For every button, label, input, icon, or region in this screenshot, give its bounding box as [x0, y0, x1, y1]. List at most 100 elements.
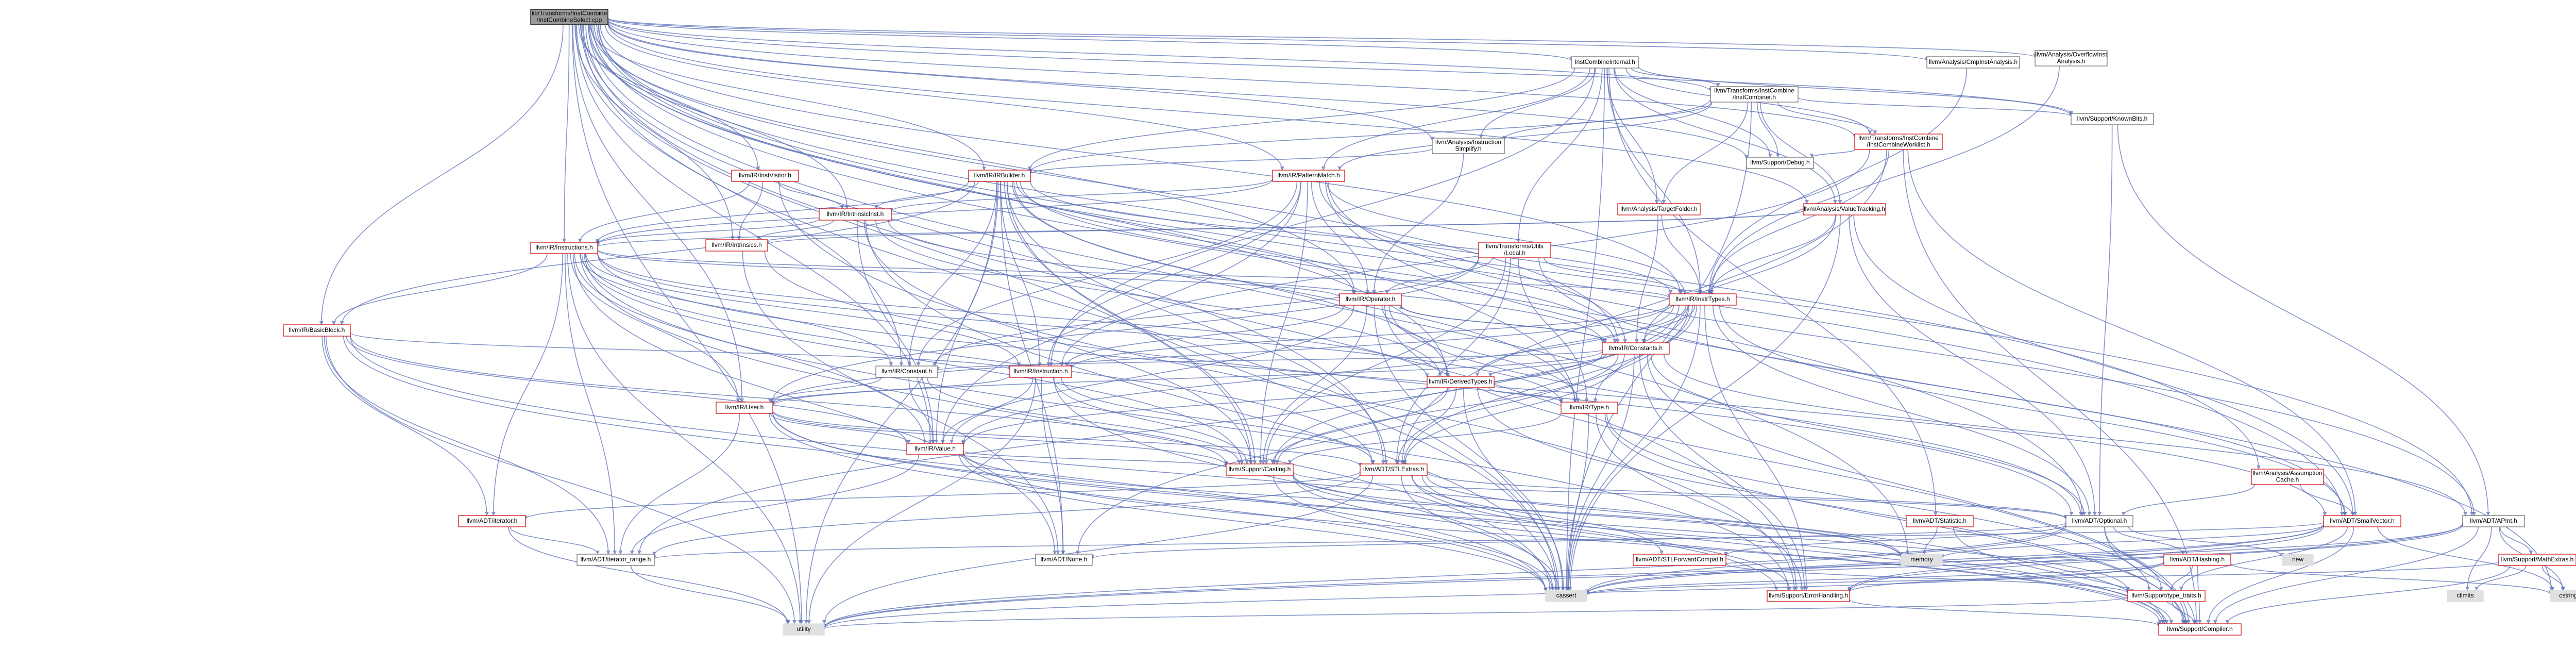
- edge-root-to-intrinsics: [574, 24, 735, 240]
- node-optional[interactable]: llvm/ADT/Optional.h: [2065, 515, 2133, 527]
- node-constants[interactable]: llvm/IR/Constants.h: [1602, 342, 1670, 355]
- node-instructions[interactable]: llvm/IR/Instructions.h: [530, 242, 598, 254]
- node-mathextras[interactable]: llvm/Support/MathExtras.h: [2498, 554, 2576, 566]
- node-type[interactable]: llvm/IR/Type.h: [1561, 402, 1618, 414]
- edge-instcombineinternal-to-debug: [1614, 68, 1772, 158]
- node-box: [1669, 293, 1737, 306]
- node-instcombiner[interactable]: llvm/Transforms/InstCombine/InstCombiner…: [1710, 86, 1799, 103]
- node-casting[interactable]: llvm/Support/Casting.h: [1226, 463, 1294, 476]
- node-knownbits[interactable]: llvm/Support/KnownBits.h: [2071, 113, 2154, 125]
- node-intrinsics[interactable]: llvm/IR/Intrinsics.h: [705, 239, 768, 252]
- edge-transformsutilslocal-to-type: [1518, 257, 1589, 403]
- node-box: [1545, 590, 1587, 602]
- node-label: llvm/IR/Operator.h: [1346, 295, 1396, 303]
- node-transformsutilslocal[interactable]: llvm/Transforms/Utils/Local.h: [1478, 242, 1551, 258]
- edge-constants-to-errorhandling: [1639, 354, 1807, 591]
- node-new[interactable]: new: [2282, 554, 2314, 566]
- node-instcombineworklist[interactable]: llvm/Transforms/InstCombine/InstCombineW…: [1854, 134, 1943, 150]
- node-label: llvm/Transforms/Utils: [1486, 243, 1544, 250]
- edge-root-to-stlextras: [583, 24, 1385, 464]
- node-value[interactable]: llvm/IR/Value.h: [906, 443, 964, 455]
- edge-root-to-irbuilder: [589, 24, 987, 171]
- node-errorhandling[interactable]: llvm/Support/ErrorHandling.h: [1767, 590, 1850, 602]
- node-box: [1360, 463, 1428, 476]
- node-statistic[interactable]: llvm/ADT/Statistic.h: [1906, 515, 1974, 527]
- node-box: [530, 242, 598, 254]
- node-label: llvm/Analysis/CmpInstAnalysis.h: [1929, 58, 2018, 65]
- node-hashing[interactable]: llvm/ADT/Hashing.h: [2163, 554, 2231, 566]
- node-instvisitor[interactable]: llvm/IR/InstVisitor.h: [731, 170, 799, 182]
- node-patternmatch[interactable]: llvm/IR/PatternMatch.h: [1272, 170, 1345, 182]
- node-climits[interactable]: climits: [2447, 590, 2484, 602]
- edge-instcombineworklist-to-insttypes: [1707, 149, 1890, 294]
- node-irbuilder[interactable]: llvm/IR/IRBuilder.h: [968, 170, 1031, 182]
- edge-operator-to-instruction: [1064, 305, 1345, 367]
- node-constant[interactable]: llvm/IR/Constant.h: [875, 365, 938, 378]
- edge-apint-to-cassert: [1585, 523, 2463, 595]
- edge-instcombineinternal-to-targetfolder: [1606, 68, 1659, 204]
- edge-valuetracking-to-cassert: [1568, 214, 1841, 591]
- edge-instruction-to-utility: [807, 377, 1036, 624]
- node-box: [2282, 554, 2314, 566]
- node-debug[interactable]: llvm/Support/Debug.h: [1746, 157, 1814, 169]
- node-insttypes[interactable]: llvm/IR/InstrTypes.h: [1669, 293, 1737, 306]
- node-label: llvm/Support/type_traits.h: [2131, 592, 2201, 599]
- node-intrinsicinst[interactable]: llvm/IR/IntrinsicInst.h: [819, 208, 892, 221]
- node-label: /InstCombiner.h: [1733, 94, 1776, 101]
- edge-intrinsicinst-to-intrinsics: [756, 220, 834, 240]
- node-utility[interactable]: utility: [783, 623, 825, 636]
- node-stlforwardcompat[interactable]: llvm/ADT/STLForwardCompat.h: [1633, 554, 1726, 566]
- node-stlextras[interactable]: llvm/ADT/STLExtras.h: [1360, 463, 1428, 476]
- node-label: llvm/ADT/APInt.h: [2470, 517, 2517, 524]
- edge-root-to-instcombiner: [607, 19, 1713, 92]
- edge-instsimplify-to-operator: [1372, 153, 1464, 294]
- edge-smallvector-to-utility: [822, 524, 2324, 629]
- node-instcombineinternal[interactable]: InstCombineInternal.h: [1571, 56, 1639, 69]
- edge-root-to-cassert: [582, 24, 1559, 591]
- edge-root-to-instsimplify: [607, 22, 1434, 141]
- edge-instcombineinternal-to-knownbits: [1638, 65, 2073, 115]
- edge-assumptioncache-to-optional: [2121, 484, 2256, 516]
- node-targetfolder[interactable]: llvm/Analysis/TargetFolder.h: [1617, 203, 1701, 215]
- node-iterator[interactable]: llvm/ADT/iterator.h: [458, 515, 526, 527]
- node-cmpinstanalysis[interactable]: llvm/Analysis/CmpInstAnalysis.h: [1926, 56, 2020, 69]
- node-label: llvm/Analysis/ValueTracking.h: [1804, 205, 1885, 212]
- node-cstring[interactable]: cstring: [2550, 590, 2576, 602]
- nodes-layer: lib/Transforms/InstCombine/InstCombineSe…: [283, 9, 2576, 636]
- edge-optional-to-utility: [822, 524, 2066, 628]
- node-user[interactable]: llvm/IR/User.h: [716, 402, 773, 414]
- node-compiler[interactable]: llvm/Support/Compiler.h: [2158, 623, 2242, 636]
- edge-smallvector-to-compiler: [2206, 526, 2354, 624]
- node-basicblock[interactable]: llvm/IR/BasicBlock.h: [283, 324, 351, 337]
- edge-root-to-knownbits: [607, 19, 2073, 117]
- node-cassert[interactable]: cassert: [1545, 590, 1587, 602]
- node-valuetracking[interactable]: llvm/Analysis/ValueTracking.h: [1803, 203, 1886, 215]
- node-none[interactable]: llvm/ADT/None.h: [1035, 554, 1093, 566]
- edge-instructions-to-none: [572, 253, 1057, 555]
- node-iteratorrange[interactable]: llvm/ADT/iterator_range.h: [577, 554, 655, 566]
- node-root[interactable]: lib/Transforms/InstCombine/InstCombineSe…: [530, 9, 608, 25]
- edge-targetfolder-to-constants: [1634, 214, 1658, 343]
- node-box: [783, 623, 825, 636]
- edge-instcombineinternal-to-patternmatch: [1321, 68, 1591, 171]
- edge-stlextras-to-iterator: [523, 471, 1361, 520]
- edge-stlextras-to-iteratorrange: [652, 473, 1361, 556]
- node-derivedtypes[interactable]: llvm/IR/DerivedTypes.h: [1427, 376, 1495, 388]
- node-instruction[interactable]: llvm/IR/Instruction.h: [1009, 365, 1072, 378]
- node-memory[interactable]: memory: [1901, 554, 1943, 566]
- node-operator[interactable]: llvm/IR/Operator.h: [1339, 293, 1402, 306]
- edge-mathextras-to-climits: [2475, 565, 2527, 591]
- edge-constants-to-operator: [1399, 305, 1606, 343]
- node-label: llvm/Support/Compiler.h: [2167, 625, 2232, 633]
- edge-stlextras-to-utility: [822, 475, 1374, 625]
- node-label: llvm/Analysis/Instruction: [1435, 139, 1501, 146]
- node-typetraits[interactable]: llvm/Support/type_traits.h: [2127, 590, 2206, 602]
- edge-derivedtypes-to-cassert: [1463, 387, 1566, 591]
- node-label: memory: [1910, 556, 1933, 563]
- node-apint[interactable]: llvm/ADT/APInt.h: [2462, 515, 2525, 527]
- edge-transformsutilslocal-to-smallvector: [1538, 257, 2347, 516]
- node-smallvector[interactable]: llvm/ADT/SmallVector.h: [2323, 515, 2401, 527]
